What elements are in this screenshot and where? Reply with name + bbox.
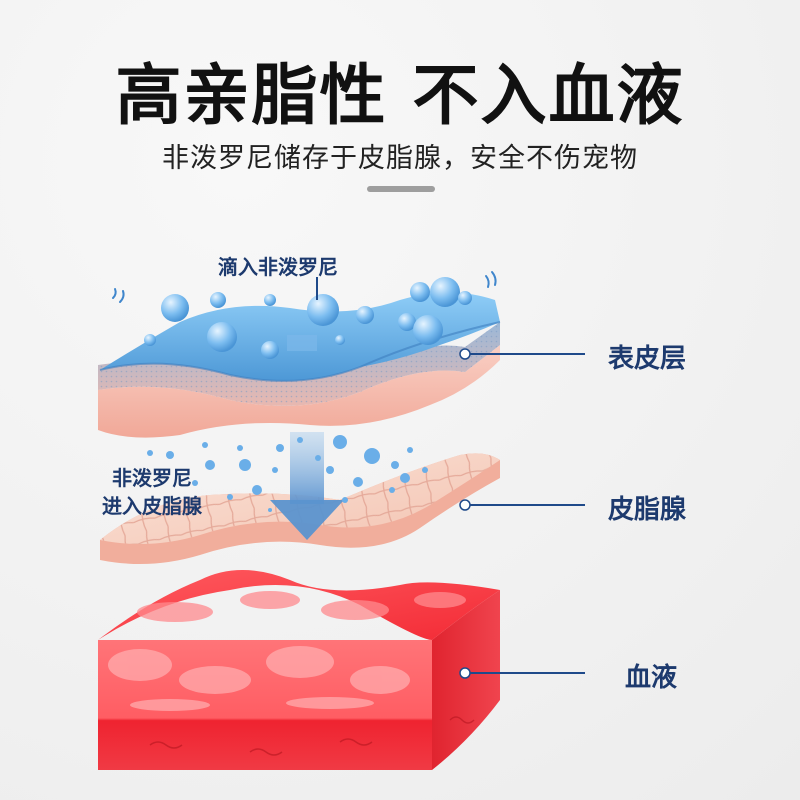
label-blood: 血液 (625, 663, 678, 693)
entering-droplets (147, 435, 428, 512)
label-sebaceous-gland: 皮脂腺 (608, 495, 687, 525)
title-divider (367, 186, 435, 192)
page-subtitle: 非泼罗尼储存于皮脂腺，安全不伤宠物 (162, 143, 638, 174)
drop-label: 滴入非泼罗尼 (218, 255, 338, 279)
splash-marks (112, 271, 497, 303)
blood-layer (98, 570, 500, 770)
enter-label: 非泼罗尼 进入皮脂腺 (82, 464, 222, 520)
page-title: 高亲脂性 不入血液 (115, 57, 685, 134)
label-epidermis: 表皮层 (608, 344, 687, 374)
down-arrow-icon (270, 432, 344, 540)
leader-lines (459, 348, 585, 679)
epidermis-layer (98, 292, 501, 438)
enter-label-line2: 进入皮脂腺 (102, 494, 202, 518)
enter-label-line1: 非泼罗尼 (112, 466, 192, 490)
fipronil-droplets (144, 277, 472, 359)
